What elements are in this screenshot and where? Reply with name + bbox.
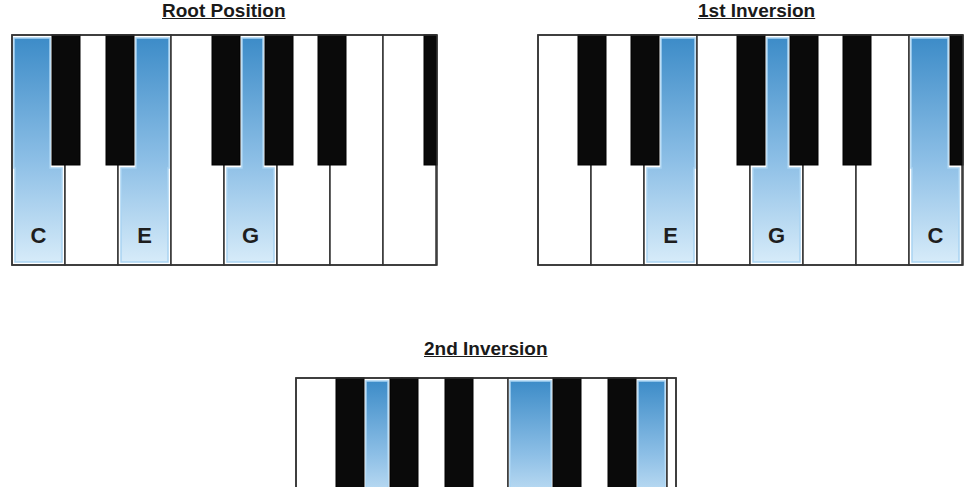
black-key [950, 35, 963, 165]
note-name: C [912, 223, 959, 249]
black-key [578, 35, 606, 165]
black-key [553, 378, 581, 487]
note-name: G [753, 223, 800, 249]
black-key [608, 378, 636, 487]
black-key [106, 35, 134, 165]
black-key [265, 35, 293, 165]
white-key [383, 35, 436, 265]
note-name: E [121, 223, 168, 249]
black-key [318, 35, 346, 165]
black-key [737, 35, 765, 165]
black-key [631, 35, 659, 165]
black-key [390, 378, 418, 487]
chord-heading: 2nd Inversion [424, 338, 548, 360]
keyboard-border [12, 35, 437, 265]
note-name: C [15, 223, 62, 249]
keyboard [538, 35, 963, 265]
keyboard-border [296, 378, 676, 487]
highlighted-key [510, 381, 558, 487]
black-key [790, 35, 818, 165]
black-key [445, 378, 473, 487]
black-key [424, 35, 437, 165]
keyboard-border [538, 35, 963, 265]
black-key [52, 35, 80, 165]
note-name: E [647, 223, 694, 249]
keyboard [12, 35, 437, 265]
note-name: G [227, 223, 274, 249]
keyboard [296, 378, 676, 487]
black-key [843, 35, 871, 165]
chord-heading: Root Position [162, 0, 285, 22]
black-key [336, 378, 364, 487]
chord-heading: 1st Inversion [698, 0, 815, 22]
white-key [667, 378, 676, 487]
white-key [909, 35, 962, 265]
black-key [212, 35, 240, 165]
